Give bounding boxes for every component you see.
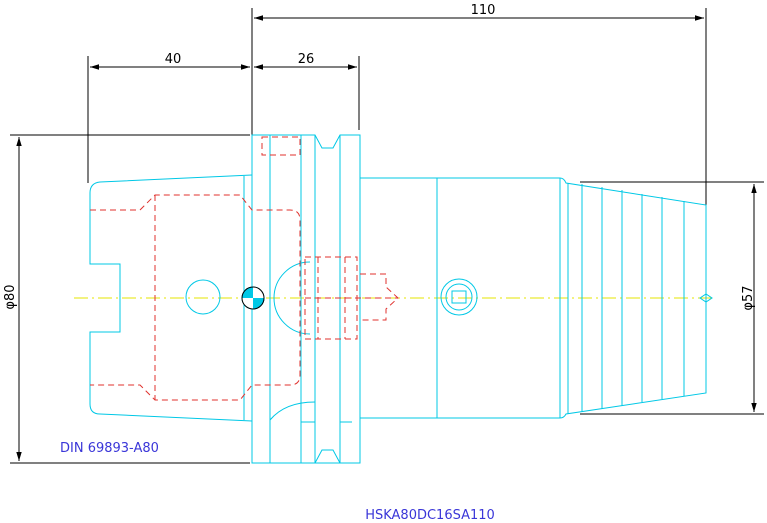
dimension-diameter-57-label: φ57 bbox=[741, 285, 756, 310]
part-number-label: HSKA80DC16SA110 bbox=[365, 508, 495, 523]
dimension-40-label: 40 bbox=[165, 52, 182, 67]
dimension-diameter-80: φ80 bbox=[3, 134, 250, 464]
dimension-diameter-80-label: φ80 bbox=[3, 284, 18, 309]
hidden-features bbox=[90, 136, 399, 401]
dimension-diameter-57: φ57 bbox=[580, 181, 764, 415]
dimension-110-label: 110 bbox=[471, 3, 496, 18]
tool-holder-outline bbox=[89, 134, 713, 464]
dimension-26: 26 bbox=[254, 52, 360, 130]
dimension-40: 40 bbox=[87, 52, 250, 183]
standard-label: DIN 69893-A80 bbox=[60, 441, 159, 456]
dimension-110: 110 bbox=[251, 3, 707, 205]
dimension-26-label: 26 bbox=[298, 52, 315, 67]
